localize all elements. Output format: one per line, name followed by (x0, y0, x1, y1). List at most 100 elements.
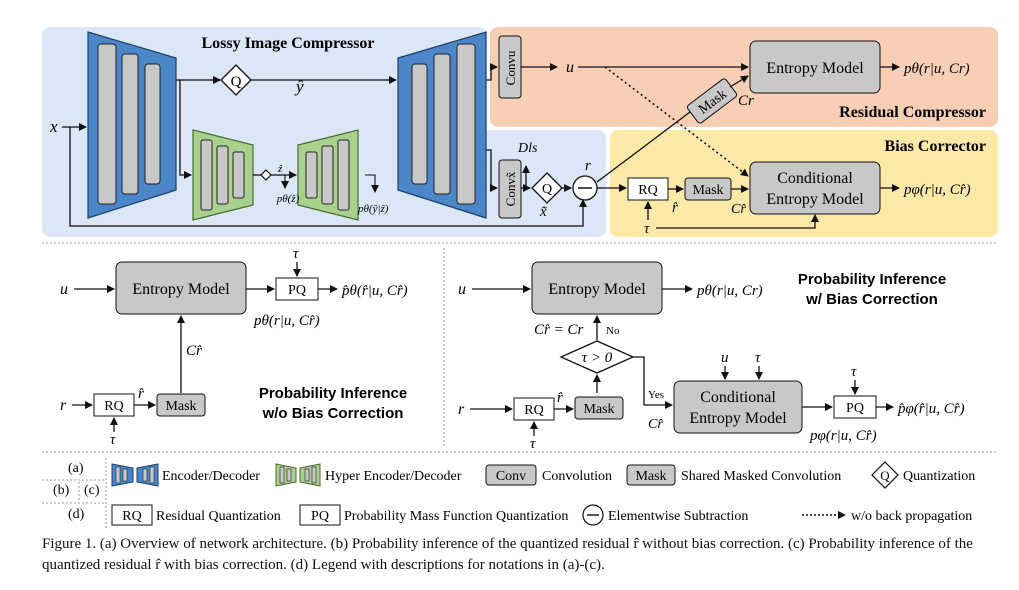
hyper-decoder-icon (297, 129, 359, 221)
legend-pq-box (299, 504, 341, 526)
legend-sub-label: Elementwise Subtraction (608, 509, 748, 524)
legend-nobp-label: w/o back propagation (851, 509, 972, 524)
b-entropy-model-box (115, 261, 247, 315)
legend-pq-label: Probability Mass Function Quantization (344, 509, 568, 524)
r-hat-label: r̂ (672, 200, 678, 216)
b-entropy-model-label: Entropy Model (132, 281, 230, 298)
c-r-label: Cr (738, 93, 754, 109)
c-p-theta-output: pθ(r|u, Cr) (696, 283, 763, 299)
c-condition-label: τ > 0 (582, 350, 613, 366)
legend-hyper-label: Hyper Encoder/Decoder (325, 469, 462, 484)
p-y-label: pθ(ŷ|ẑ) (357, 203, 389, 215)
c-mask-box (574, 396, 624, 420)
legend-encoder-icon (111, 463, 159, 487)
c-r-label: r (458, 401, 465, 418)
legend-a: (a) (68, 461, 84, 476)
c-eq-label: Cr̂ = Cr (534, 322, 583, 338)
b-mask-box (156, 393, 206, 417)
legend-hyper-icon (275, 463, 321, 487)
legend-mask-box-label: Mask (635, 469, 666, 484)
u-label: u (566, 59, 574, 76)
conditional-label-2: Entropy Model (766, 191, 864, 208)
c-c-rhat-label: Cr̂ (648, 417, 663, 432)
conv-u-label: Convu (503, 50, 518, 85)
c-tau2-label: τ (851, 364, 857, 380)
svg-text:Q: Q (231, 74, 242, 90)
b-pq-label: PQ (288, 283, 306, 298)
legend-rq-box-label: RQ (122, 509, 141, 524)
c-title-2: w/ Bias Correction (805, 291, 938, 308)
legend-encdec-label: Encoder/Decoder (162, 469, 260, 484)
hyper-encoder-icon (192, 129, 254, 221)
svg-text:Q: Q (542, 182, 552, 197)
c-no-label: No (606, 325, 620, 337)
p-z-label: pθ(ẑ) (276, 193, 300, 205)
c-r-hat-label: r̂ (557, 390, 563, 406)
legend-q-box-label: Q (880, 468, 890, 483)
quantizer-icon: Q (220, 64, 252, 96)
bias-title: Bias Corrector (885, 138, 986, 155)
subtraction-icon (572, 175, 598, 201)
rq-label: RQ (638, 183, 657, 198)
c-entropy-model-box (531, 261, 663, 315)
b-p-theta-label: pθ(r|u, Cr̂) (253, 313, 320, 329)
b-tau-label: τ (293, 246, 299, 262)
p-phi-output: pφ(r|u, Cr̂) (903, 182, 971, 198)
c-title-1: Probability Inference (798, 271, 946, 288)
x-tilde-label: x̃ (539, 204, 547, 220)
legend-conv-box-label: Conv (496, 469, 526, 484)
d-ls-label: Dls (517, 141, 538, 156)
encoder-icon (87, 31, 177, 219)
p-theta-output: pθ(r|u, Cr) (903, 61, 970, 77)
c-tau3-label: τ (530, 436, 536, 452)
c-u2-label: u (721, 350, 729, 366)
residual-title: Residual Compressor (839, 104, 986, 121)
c-yes-label: Yes (648, 389, 664, 401)
legend-b: (b) (53, 483, 70, 498)
b-r-label: r (60, 397, 67, 414)
legend-conv-box (485, 464, 537, 486)
b-rq-label: RQ (104, 399, 123, 414)
b-mask-label: Mask (165, 399, 196, 414)
c-p-phi-label: pφ(r|u, Cr̂) (809, 428, 877, 444)
c-rhat-label: Cr̂ (731, 202, 746, 217)
c-entropy-model-label: Entropy Model (548, 281, 646, 298)
c-u-label: u (458, 281, 466, 298)
conv-x-label: Convx̃ (503, 171, 518, 206)
tau-label: τ (644, 221, 650, 237)
c-p-hat-output: p̂φ(r̂|u, Cr̂) (897, 401, 965, 417)
mask-label: Mask (692, 183, 723, 198)
small-quantizer-icon (260, 169, 272, 181)
conv-x-box (498, 159, 522, 219)
b-tau2-label: τ (110, 432, 116, 448)
r-label: r (585, 158, 591, 174)
b-title-1: Probability Inference (259, 385, 407, 402)
c-conditional-label-1: Conditional (700, 389, 776, 406)
c-tau-label: τ (755, 350, 761, 366)
c-pq-label: PQ (846, 401, 864, 416)
conditional-label-1: Conditional (777, 170, 853, 187)
b-u-label: u (60, 281, 68, 298)
legend-q-icon (871, 461, 899, 489)
entropy-model-label: Entropy Model (766, 60, 864, 77)
y-hat-label: ŷ (294, 77, 304, 96)
legend-c: (c) (84, 483, 100, 498)
legend-mask-label: Shared Masked Convolution (681, 469, 841, 484)
lossy-title: Lossy Image Compressor (201, 35, 374, 52)
legend-rq-box (111, 504, 153, 526)
legend-quant-label: Quantization (903, 469, 975, 484)
legend-d: (d) (68, 507, 85, 522)
legend-mask-box (626, 464, 676, 486)
b-r-hat-label: r̂ (138, 386, 144, 402)
c-mask-label: Mask (583, 402, 614, 417)
legend-rq-label: Residual Quantization (156, 509, 281, 524)
b-title-2: w/o Bias Correction (262, 405, 404, 422)
c-rq-label: RQ (524, 403, 543, 418)
quantizer-2-icon: Q (531, 172, 563, 204)
figure-caption: Figure 1. (a) Overview of network archit… (42, 536, 973, 573)
x-label: x (49, 117, 58, 136)
legend-conv-label: Convolution (542, 469, 612, 484)
c-condition-diamond (559, 340, 635, 374)
b-c-rhat-label: Cr̂ (186, 343, 202, 359)
